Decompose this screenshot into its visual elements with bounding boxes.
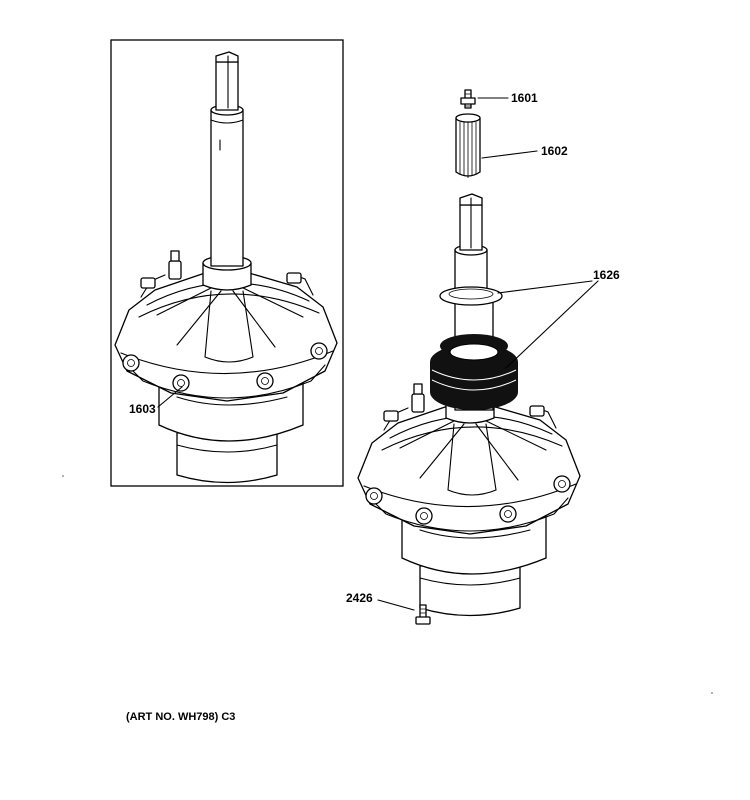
label-1602: 1602 [541, 144, 568, 158]
leader-1603 [157, 386, 183, 408]
label-2426: 2426 [346, 591, 373, 605]
leader-2426 [377, 599, 415, 611]
seal-ring-upper [439, 286, 503, 306]
leader-1602 [481, 150, 538, 159]
art-number: (ART NO. WH798) C3 [126, 711, 236, 723]
spline-coupling [455, 113, 481, 178]
leader-1626b [505, 280, 599, 369]
label-1603: 1603 [129, 402, 156, 416]
bolt-2426 [415, 604, 431, 625]
leader-1626a [497, 280, 593, 294]
screw-1601 [460, 89, 476, 109]
label-1626: 1626 [593, 268, 620, 282]
assembled-transmission [114, 51, 338, 484]
assembly-frame [110, 39, 344, 487]
label-1601: 1601 [511, 91, 538, 105]
seal-lower [430, 334, 518, 410]
